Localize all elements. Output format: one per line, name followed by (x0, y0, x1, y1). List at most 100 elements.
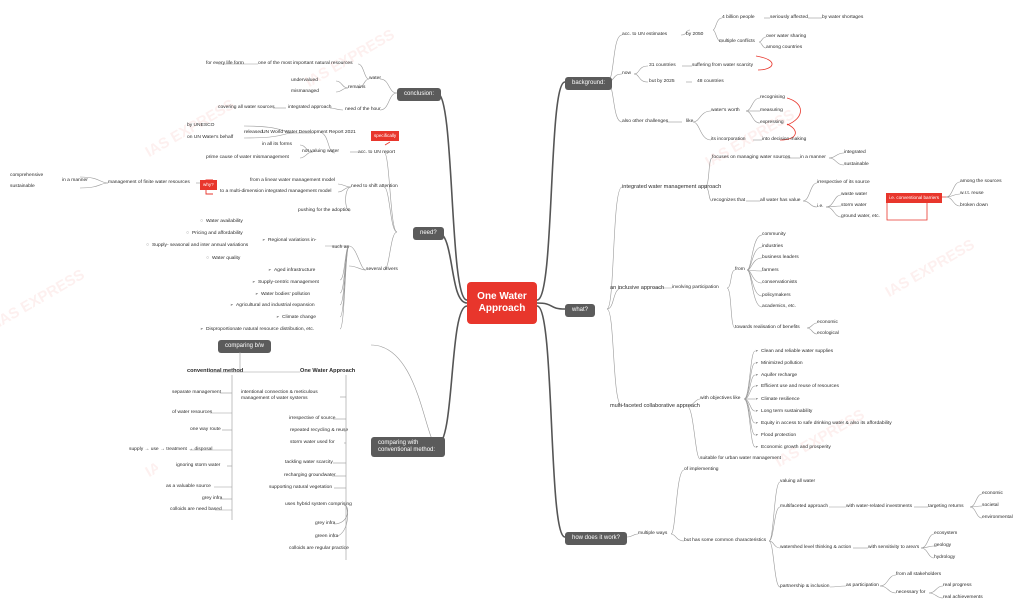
objective-text: Economic growth and prosperity (761, 445, 831, 450)
driver-item: ➢Aged infrastructure (268, 267, 315, 274)
node: industries (762, 244, 783, 249)
objective-item: ➢Flood protection (755, 432, 796, 439)
objective-item: ➢Efficient use and reuse of resources (755, 383, 839, 390)
node: such as (332, 245, 349, 250)
node: from a linear water management model (250, 178, 336, 183)
node: 4 billion people (722, 15, 755, 20)
node: seriously affected (770, 15, 808, 20)
node: valuing all water (780, 479, 816, 484)
driver-text: Supply-centric management (258, 280, 319, 285)
arrow-icon: ➢ (252, 279, 256, 284)
node: ground water, etc. (841, 214, 880, 219)
circle-bullet-icon: ○ (200, 218, 204, 224)
node: multiple conflicts (719, 39, 755, 44)
node: as a valuable source (166, 484, 211, 489)
node: management of finite water resources (108, 180, 190, 185)
region-text: Water quality (212, 256, 241, 261)
hub-comparing[interactable]: comparing with conventional method: (371, 437, 445, 457)
specifically-callout: specifically (371, 131, 400, 141)
node: over water sharing (766, 34, 807, 39)
node: real progress (943, 583, 972, 588)
node: covering all water sources (218, 105, 275, 110)
node: of water resources (172, 410, 213, 415)
arrow-icon: ➢ (755, 444, 759, 449)
node: green infra (315, 534, 339, 539)
node: multiple ways (638, 531, 668, 536)
node: intentional connection & meticulous mana… (241, 390, 318, 401)
node: one of the most important natural resour… (258, 61, 353, 66)
node: remains (348, 85, 366, 90)
region-text: Water availability (206, 219, 243, 224)
objective-item: ➢Economic growth and prosperity (755, 444, 831, 451)
node: not valuing water (302, 149, 339, 154)
circle-bullet-icon: ○ (206, 255, 210, 261)
arrow-icon: ➢ (755, 348, 759, 353)
node: an inclusive approach (610, 285, 665, 291)
node: partnership & inclusion (780, 584, 830, 589)
objective-item: ➢Equity in access to safe drinking water… (755, 420, 892, 427)
node: 48 countries (697, 79, 724, 84)
hub-what[interactable]: what? (565, 304, 596, 317)
arrow-icon: ➢ (268, 267, 272, 272)
arrow-icon: ➢ (255, 291, 259, 296)
node: integrated approach (288, 105, 332, 110)
node: grey infra (315, 521, 336, 526)
node: expressing (760, 120, 784, 125)
region-text: Pricing and affordability (192, 231, 243, 236)
arrow-icon: ➢ (755, 383, 759, 388)
node: several drivers (366, 267, 398, 272)
node: like (686, 119, 694, 124)
column-title: One Water Approach (300, 368, 356, 374)
central-topic[interactable]: One Water Approach (467, 282, 537, 324)
node: storm water (841, 203, 867, 208)
node: environmental (982, 515, 1013, 520)
node: from all stakeholders (896, 572, 942, 577)
objective-item: ➢Long term sustainability (755, 408, 812, 415)
node: integrated (844, 150, 866, 155)
hub-background[interactable]: background: (565, 77, 613, 90)
node: water (369, 76, 381, 81)
hub-need[interactable]: need? (413, 227, 444, 240)
objective-text: Clean and reliable water supplies (761, 349, 834, 354)
node: integrated water management approach (622, 184, 722, 190)
node: economic (982, 491, 1003, 496)
node: grey infra (202, 496, 223, 501)
node: ignoring storm water (176, 463, 221, 468)
node: on UN Water's behalf (187, 135, 234, 140)
node: supply → use → treatment → disposal (129, 447, 213, 452)
objective-text: Equity in access to safe drinking water … (761, 421, 892, 426)
node: waste water (841, 192, 868, 197)
node: its incorporation (711, 137, 746, 142)
hub-comparing-bw[interactable]: comparing b/w (218, 340, 272, 353)
node: towards realisation of benefits (735, 325, 800, 330)
node: pushing for the adoption (298, 208, 351, 213)
node: uses hybrid system comprising (285, 502, 352, 507)
node: among countries (766, 45, 803, 50)
hub-how[interactable]: how does it work? (565, 532, 628, 545)
node: need of the hour (345, 107, 381, 112)
node: real achievements (943, 595, 983, 600)
node: also other challenges (622, 119, 669, 124)
arrow-icon: ➢ (755, 408, 759, 413)
node: multi-faceted collaborative approach (610, 403, 700, 409)
node: sustainable (10, 184, 35, 189)
arrow-icon: ➢ (755, 432, 759, 437)
node: irrespective of source (289, 416, 336, 421)
arrow-icon: ➢ (755, 396, 759, 401)
objective-text: Aquifer recharge (761, 373, 798, 378)
node: business leaders (762, 255, 799, 260)
node: by UNESCO (187, 123, 215, 128)
region-item: ○Supply- seasonal and inter annual varia… (146, 242, 248, 249)
objective-text: Climate resilience (761, 397, 800, 402)
node: w.r.t. reuse (960, 191, 984, 196)
node: community (762, 232, 786, 237)
node: irrespective of its source (817, 180, 870, 185)
region-item: ○Water availability (200, 218, 243, 225)
column-title: conventional method (187, 368, 244, 374)
node: all water has value (760, 198, 801, 203)
node: colloids are need based (170, 507, 222, 512)
node: societal (982, 503, 999, 508)
barriers-callout: i.e. conventional barriers (886, 193, 943, 203)
node: recognising (760, 95, 786, 100)
hub-conclusion[interactable]: conclusion: (397, 88, 442, 101)
